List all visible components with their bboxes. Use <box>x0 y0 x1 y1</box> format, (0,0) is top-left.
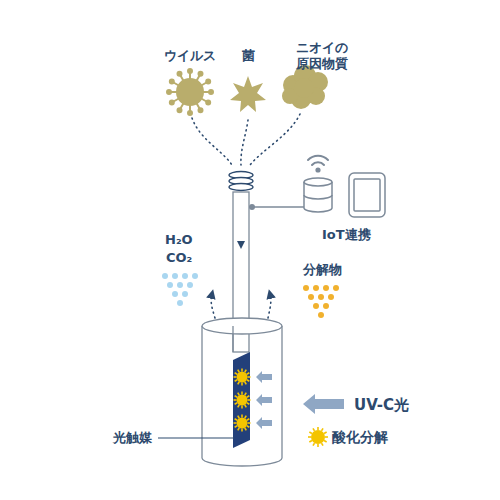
legend-entry: 酸化分解 <box>332 429 388 447</box>
label-text: 光触媒 <box>113 430 152 446</box>
legend-text: 酸化分解 <box>332 429 388 447</box>
label-wrap: 分解物 <box>303 262 342 278</box>
label-wrap: ニオイの 原因物質 <box>292 40 352 73</box>
label-text: H₂O <box>165 232 193 248</box>
sensor <box>249 204 255 210</box>
label-text: 分解物 <box>303 262 342 278</box>
label-wrap: CO₂ <box>166 250 192 266</box>
phone-icon <box>349 173 385 217</box>
label-wrap: IoT連携 <box>322 227 371 243</box>
label-wrap: 光触媒 <box>113 430 152 446</box>
legend-text: UV-C光 <box>354 396 409 415</box>
container <box>202 318 282 466</box>
flow-arrow <box>237 241 245 249</box>
photocatalyst-plate <box>233 352 250 448</box>
label-text: ウイルス <box>164 48 216 64</box>
uv-arrows <box>256 371 272 429</box>
virus-icon <box>167 69 213 115</box>
uv-legend-arrow <box>303 394 344 414</box>
bacteria-icon <box>230 76 266 112</box>
leader-line <box>158 437 234 438</box>
reaction-suns <box>234 369 251 432</box>
wifi-icon <box>308 156 328 172</box>
molecule-dots <box>162 273 339 318</box>
intake-coil <box>229 172 253 191</box>
label-text: ニオイの 原因物質 <box>292 40 352 73</box>
label-text: 菌 <box>242 48 255 64</box>
label-wrap: 菌 <box>242 48 255 64</box>
tube-inner <box>232 326 233 352</box>
label-wrap: ウイルス <box>164 48 216 64</box>
oxidation-legend-icon <box>308 427 328 447</box>
label-text: CO₂ <box>166 250 192 266</box>
label-text: IoT連携 <box>322 227 371 243</box>
sensor-wire <box>250 206 305 207</box>
server-icon <box>304 178 332 212</box>
label-wrap: H₂O <box>165 232 193 248</box>
odor-icon <box>282 65 328 109</box>
legend-entry: UV-C光 <box>354 396 409 415</box>
